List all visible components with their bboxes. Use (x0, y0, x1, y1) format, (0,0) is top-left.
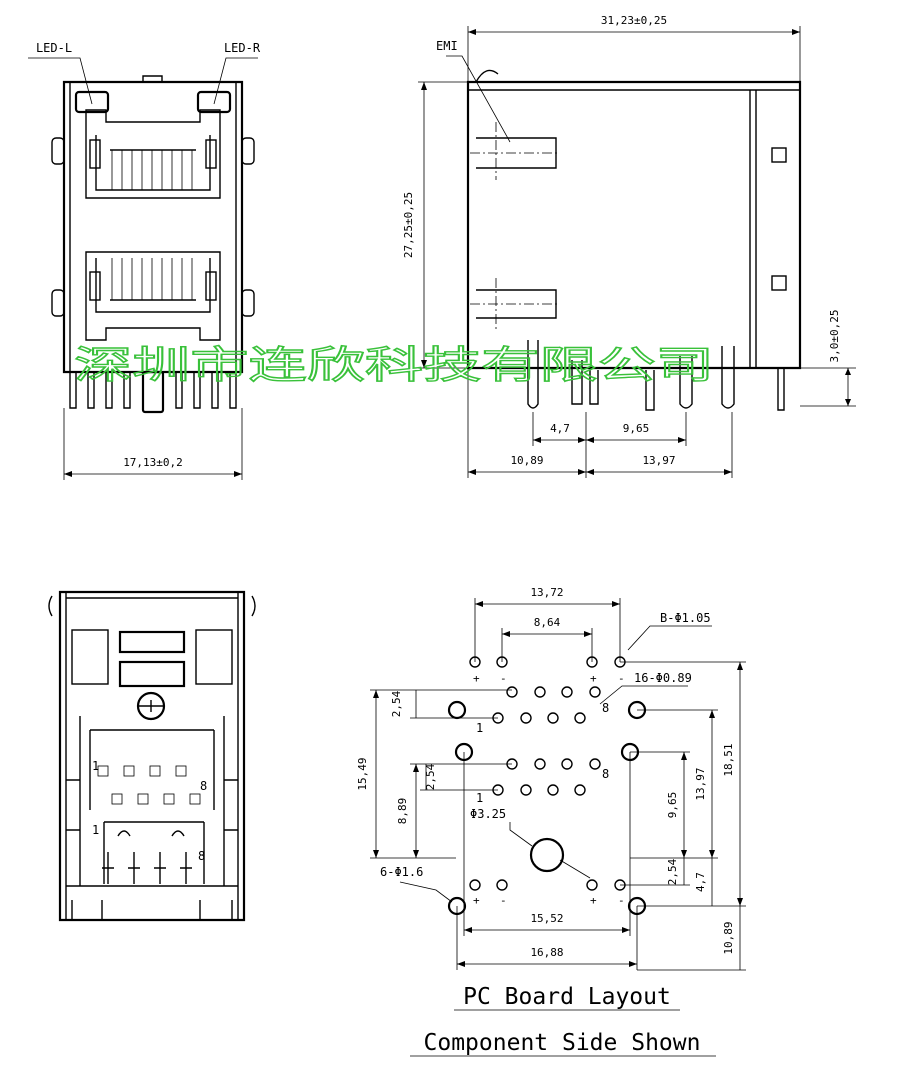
watermark-text: 深圳市连欣科技有限公司 (74, 343, 714, 387)
pcb-dim-10-89: 10,89 (722, 921, 735, 954)
bottom-view: 1 8 1 8 (48, 590, 256, 922)
pin-holes-label: 16-Φ0.89 (634, 671, 692, 685)
pcb-plus-tr: + (590, 672, 597, 685)
pcb-pin-1-lower: 1 (476, 791, 483, 805)
pcb-pin-1-upper: 1 (476, 721, 483, 735)
pcb-subtitle: Component Side Shown (424, 1030, 701, 1056)
bottom-pin-1-upper: 1 (92, 759, 99, 773)
pcb-pin-8-lower: 8 (602, 767, 609, 781)
pcb-minus-tl: - (500, 672, 507, 685)
pcb-dim-8-64: 8,64 (534, 616, 561, 629)
front-view: 17,13±0,2 LED-L LED-R (28, 41, 261, 480)
pcb-dim-4-7: 4,7 (694, 872, 707, 892)
bottom-pin-8-upper: 8 (200, 779, 207, 793)
dim-side-length: 31,23±0,25 (601, 14, 667, 27)
pcb-layout: 13,72 8,64 2,54 15,49 2,54 8,89 9,65 13,… (356, 586, 746, 971)
pcb-plus-tl: + (473, 672, 480, 685)
pcb-dim-16-88: 16,88 (530, 946, 563, 959)
pcb-dim-2-54-a: 2,54 (390, 690, 403, 717)
dim-4-7: 4,7 (550, 422, 570, 435)
pcb-minus-br: - (618, 894, 625, 907)
side-view: 31,23±0,25 27,25±0,25 3,0±0,25 EMI 4,7 9… (402, 14, 856, 478)
pcb-dim-13-97: 13,97 (694, 767, 707, 800)
pcb-plus-br: + (590, 894, 597, 907)
led-r-label: LED-R (224, 41, 261, 55)
pcb-dim-15-52: 15,52 (530, 912, 563, 925)
pcb-minus-bl: - (500, 894, 507, 907)
dim-13-97: 13,97 (642, 454, 675, 467)
pcb-plus-bl: + (473, 894, 480, 907)
pcb-dim-2-54-c: 2,54 (666, 858, 679, 885)
pcb-title: PC Board Layout (463, 984, 671, 1010)
led-l-label: LED-L (36, 41, 72, 55)
pcb-dim-15-49: 15,49 (356, 757, 369, 790)
center-hole-label: Φ3.25 (470, 807, 506, 821)
dim-pin-length: 3,0±0,25 (828, 310, 841, 363)
pcb-pin-8-upper: 8 (602, 701, 609, 715)
dim-9-65: 9,65 (623, 422, 650, 435)
b-holes-label: B-Φ1.05 (660, 611, 711, 625)
dim-10-89: 10,89 (510, 454, 543, 467)
mount-holes-label: 6-Φ1.6 (380, 865, 423, 879)
pcb-dim-13-72: 13,72 (530, 586, 563, 599)
dim-front-width: 17,13±0,2 (123, 456, 183, 469)
pcb-dim-2-54-b: 2,54 (424, 763, 437, 790)
pcb-minus-tr: - (618, 672, 625, 685)
emi-label: EMI (436, 39, 458, 53)
pcb-dim-9-65: 9,65 (666, 792, 679, 819)
bottom-pin-8-lower: 8 (198, 849, 205, 863)
bottom-pin-1-lower: 1 (92, 823, 99, 837)
pcb-dim-18-51: 18,51 (722, 743, 735, 776)
pcb-dim-8-89: 8,89 (396, 798, 409, 825)
dim-side-height: 27,25±0,25 (402, 192, 415, 258)
